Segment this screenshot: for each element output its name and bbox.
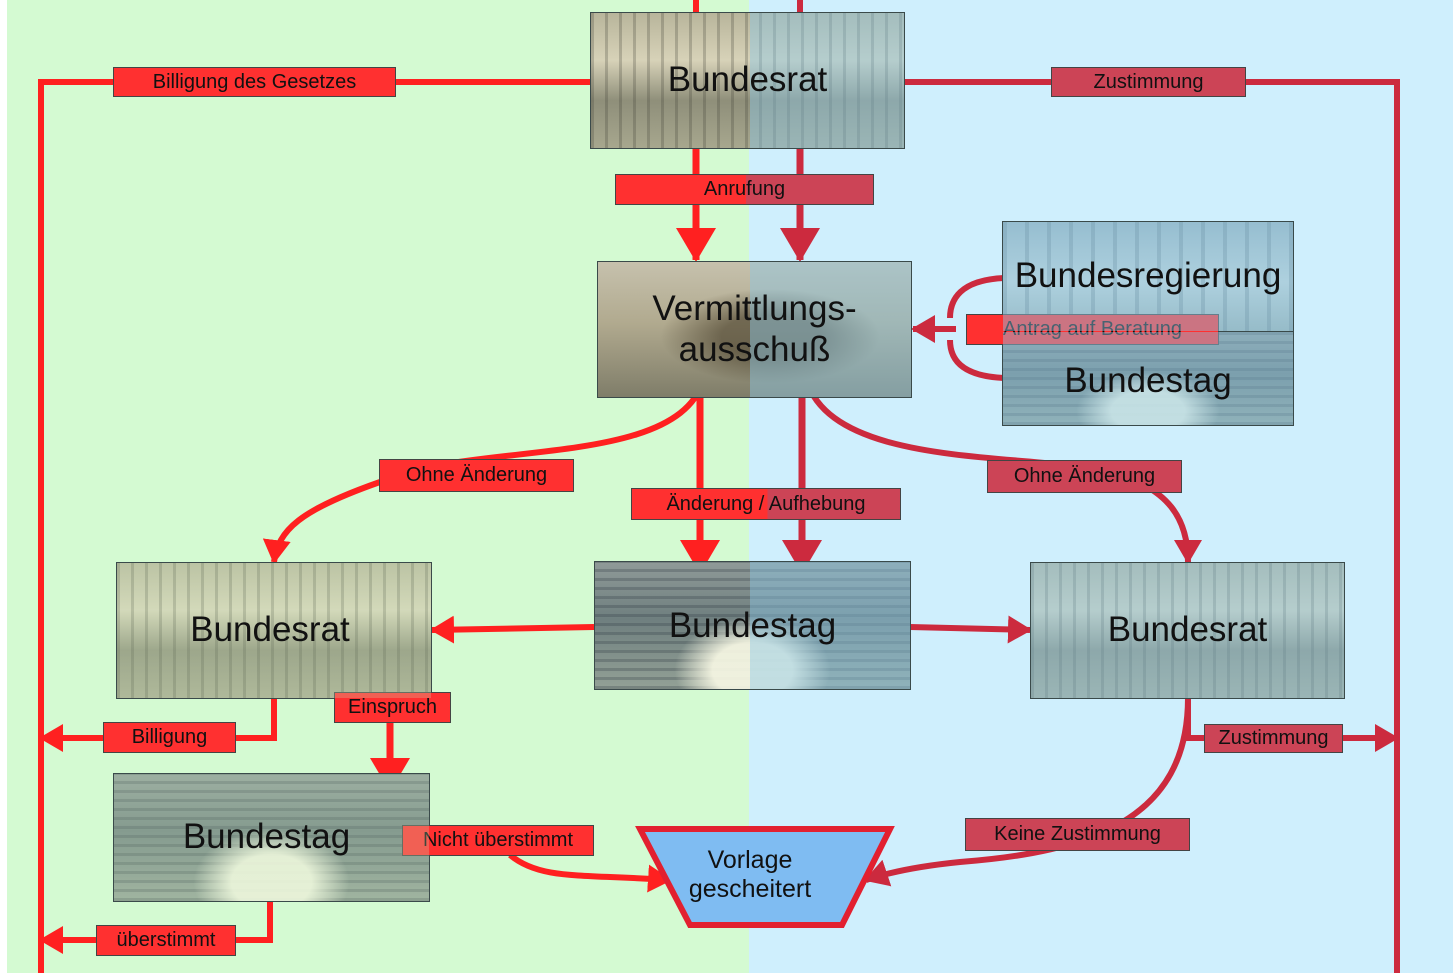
label-anrufung: Anrufung (615, 174, 874, 205)
label-ohne-aenderung-right: Ohne Änderung (987, 460, 1182, 493)
bundestag-center-label: Bundestag (668, 606, 837, 645)
bundesrat-right-box: Bundesrat (1030, 562, 1345, 699)
antrag-curve-bottom (947, 339, 1005, 381)
nicht-ueberstimmt-arrow (508, 852, 672, 893)
vorlage-line1: Vorlage (707, 846, 793, 874)
label-nicht-ueberstimmt: Nicht überstimmt (402, 825, 594, 856)
label-antrag-auf-beratung: Antrag auf Beratung (966, 314, 1219, 345)
bundestag-right-label: Bundestag (1064, 361, 1232, 401)
label-einspruch: Einspruch (334, 692, 451, 723)
bundestag-right-box: Bundestag (1002, 331, 1294, 426)
vorlage-line2: gescheitert (688, 874, 812, 903)
bundesregierung-box: Bundesregierung (1002, 221, 1294, 332)
bundestag-to-bundesrat-left (430, 615, 595, 644)
keine-zustimmung-arrow (864, 697, 1191, 887)
label-ohne-aenderung-left: Ohne Änderung (379, 459, 574, 492)
bundesrat-top-label: Bundesrat (667, 60, 828, 100)
antrag-curve-top (947, 275, 1005, 319)
vermittlung-line2: ausschuß (678, 329, 831, 369)
bundesrat-right-label: Bundesrat (1107, 610, 1268, 650)
vermittlung-line1: Vermittlungs- (652, 289, 857, 329)
vermittlungsausschuss-box: Vermittlungs- ausschuß (597, 261, 912, 398)
label-billigung: Billigung (103, 722, 236, 753)
bundestag-left-label: Bundestag (182, 817, 351, 857)
bundestag-left-box: Bundestag (113, 773, 430, 902)
bundesrat-left-box: Bundesrat (116, 562, 432, 699)
label-keine-zustimmung: Keine Zustimmung (965, 818, 1190, 851)
bundesrat-left-label: Bundesrat (190, 610, 350, 650)
label-zustimmung-top: Zustimmung (1051, 67, 1246, 97)
outer-line-left (38, 79, 590, 973)
vorlage-gescheitert-shape (635, 826, 895, 928)
bundesrat-top-box: Bundesrat (590, 12, 905, 149)
bundesregierung-label: Bundesregierung (1014, 256, 1282, 296)
bundestag-center-box: Bundestag (594, 561, 911, 690)
label-aenderung-aufhebung: Änderung / Aufhebung (631, 488, 901, 520)
label-ueberstimmt: überstimmt (96, 925, 236, 956)
label-billigung-des-gesetzes: Billigung des Gesetzes (113, 67, 396, 97)
vorlage-gescheitert-text: Vorlage gescheitert (660, 846, 840, 904)
bundestag-to-bundesrat-right (909, 615, 1032, 644)
label-zustimmung-mid: Zustimmung (1204, 724, 1343, 753)
